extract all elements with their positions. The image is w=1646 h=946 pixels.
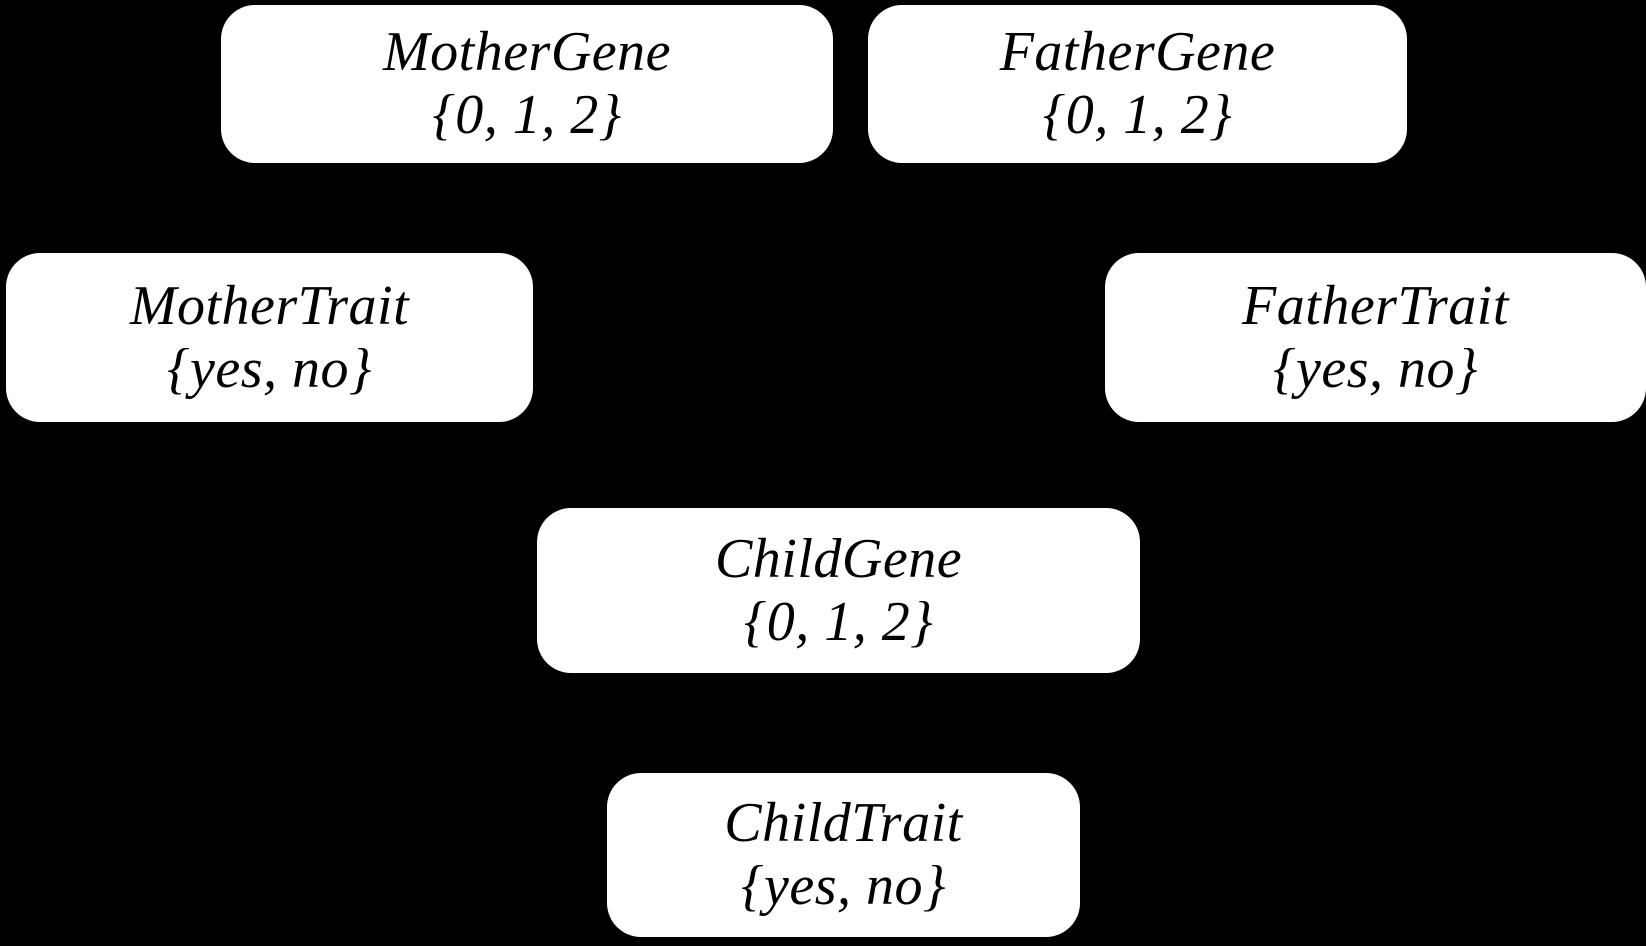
node-child-gene-label: ChildGene: [714, 527, 963, 590]
node-father-gene-domain: {0, 1, 2}: [1042, 84, 1233, 146]
node-mother-trait-label: MotherTrait: [129, 274, 410, 337]
node-mother-gene[interactable]: MotherGene {0, 1, 2}: [221, 5, 833, 163]
node-child-gene[interactable]: ChildGene {0, 1, 2}: [537, 508, 1140, 673]
node-mother-gene-domain: {0, 1, 2}: [432, 84, 622, 146]
node-child-trait[interactable]: ChildTrait {yes, no}: [607, 773, 1080, 937]
node-mother-trait-domain: {yes, no}: [167, 337, 372, 400]
node-father-gene[interactable]: FatherGene {0, 1, 2}: [868, 5, 1407, 163]
node-father-trait-label: FatherTrait: [1242, 274, 1509, 337]
node-child-trait-label: ChildTrait: [724, 792, 963, 855]
node-mother-gene-label: MotherGene: [382, 21, 671, 84]
node-father-trait-domain: {yes, no}: [1273, 337, 1478, 400]
node-mother-trait[interactable]: MotherTrait {yes, no}: [6, 253, 533, 422]
node-father-trait[interactable]: FatherTrait {yes, no}: [1105, 253, 1646, 422]
node-child-trait-domain: {yes, no}: [741, 855, 946, 917]
node-father-gene-label: FatherGene: [999, 21, 1276, 84]
node-child-gene-domain: {0, 1, 2}: [743, 590, 934, 653]
